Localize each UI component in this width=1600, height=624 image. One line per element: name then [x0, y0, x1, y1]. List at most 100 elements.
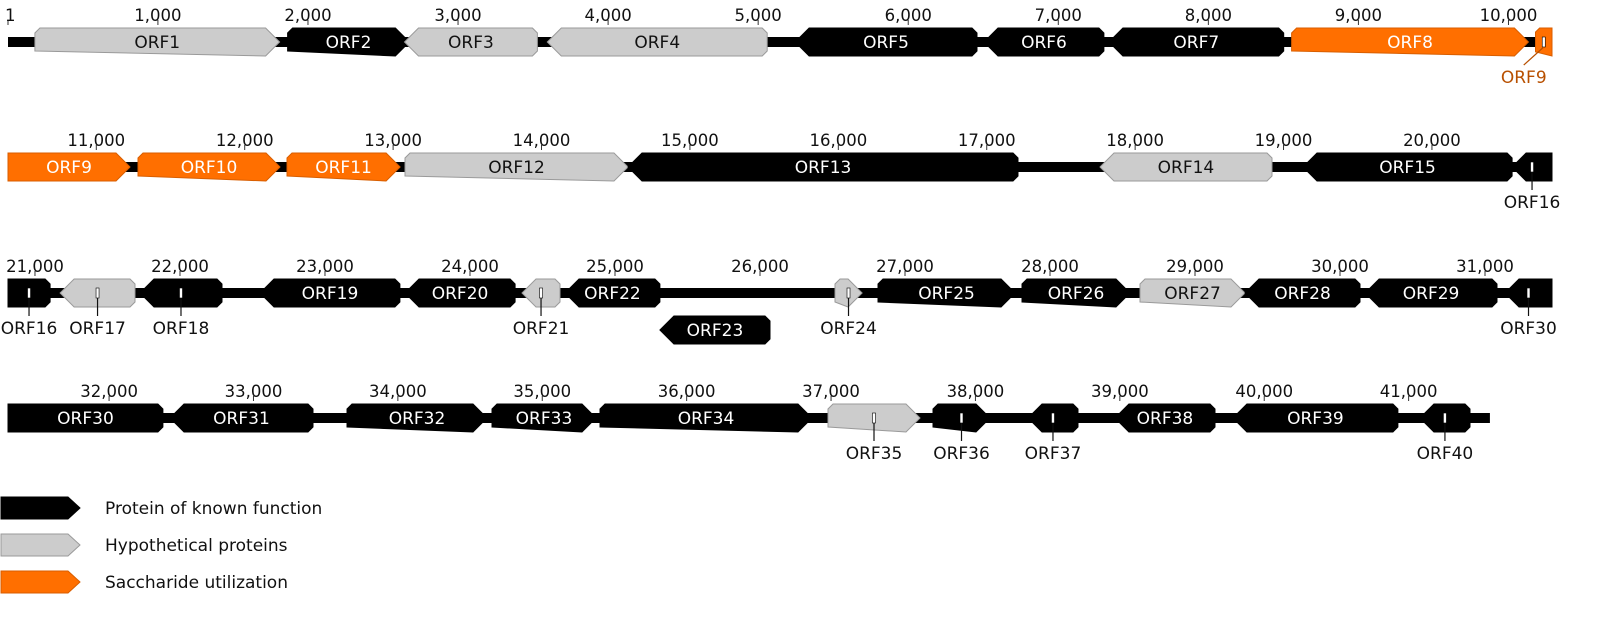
gene-label-outside: ORF17	[69, 319, 126, 339]
gene-orf13: ORF13	[627, 152, 1019, 182]
gene-orf19: ORF19	[259, 278, 401, 308]
tick-label: 4,000	[584, 6, 631, 25]
tick-label: 9,000	[1335, 6, 1382, 25]
gene-orf28: ORF28	[1244, 278, 1361, 308]
tick-label: 41,000	[1380, 382, 1438, 401]
gene-orf7: ORF7	[1108, 27, 1285, 57]
gene-label: ORF8	[1387, 33, 1433, 53]
gene-label: ORF19	[302, 284, 359, 304]
gene-orf18: ORF18	[139, 278, 223, 339]
gene-orf29: ORF29	[1364, 278, 1498, 308]
gene-orf27: ORF27	[1139, 278, 1246, 308]
leader-marker	[1526, 287, 1531, 299]
gene-label: ORF30	[57, 409, 114, 429]
gene-label: ORF3	[448, 33, 494, 53]
tick-label: 36,000	[658, 382, 716, 401]
gene-arrow	[7, 403, 164, 433]
tick-label: 3,000	[434, 6, 481, 25]
gene-arrow	[34, 27, 281, 57]
tick-label: 31,000	[1456, 257, 1514, 276]
tick-label: 34,000	[369, 382, 427, 401]
gene-orf22: ORF22	[564, 278, 661, 308]
legend-item-hypothetical: Hypothetical proteins	[0, 533, 288, 557]
tick-label: 25,000	[586, 257, 644, 276]
gene-label-outside: ORF24	[820, 319, 877, 339]
backbone-line	[8, 37, 1552, 47]
gene-orf32: ORF32	[346, 403, 488, 433]
legend-label: Saccharide utilization	[105, 573, 288, 593]
gene-arrow	[1364, 278, 1498, 308]
gene-arrow	[404, 278, 516, 308]
gene-label: ORF33	[516, 409, 573, 429]
tick-label: 28,000	[1021, 257, 1079, 276]
tick-label: 38,000	[947, 382, 1005, 401]
gene-orf9: ORF9	[7, 152, 131, 182]
gene-arrow	[287, 27, 411, 57]
tick-label: 14,000	[513, 131, 571, 150]
tick-label: 27,000	[876, 257, 934, 276]
gene-orf26: ORF26	[1021, 278, 1131, 308]
tick-label: 23,000	[296, 257, 354, 276]
gene-arrow	[564, 278, 661, 308]
tick-label: 17,000	[958, 131, 1016, 150]
gene-orf39: ORF39	[1232, 403, 1399, 433]
gene-label-outside: ORF36	[933, 444, 990, 464]
tick-label: 11,000	[67, 131, 125, 150]
gene-label: ORF39	[1287, 409, 1344, 429]
gene-label-outside: ORF18	[153, 319, 210, 339]
legend-item-known: Protein of known function	[0, 496, 322, 520]
tick-label: 18,000	[1106, 131, 1164, 150]
leader-marker	[846, 287, 851, 299]
gene-arrow	[983, 27, 1105, 57]
gene-arrow	[1021, 278, 1131, 308]
leader-marker	[872, 412, 876, 424]
tick-label: 32,000	[80, 382, 138, 401]
legend-label: Hypothetical proteins	[105, 536, 288, 556]
gene-label: ORF31	[213, 409, 270, 429]
gene-orf33: ORF33	[491, 403, 597, 433]
leader-marker	[539, 287, 543, 299]
gene-orf16: ORF16	[1, 278, 57, 339]
leader-marker	[179, 287, 183, 299]
gene-label: ORF5	[863, 33, 909, 53]
gene-orf23: ORF23	[659, 315, 771, 345]
gene-orf12: ORF12	[404, 152, 629, 182]
gene-orf21: ORF21	[513, 278, 569, 339]
leader-marker	[95, 287, 100, 299]
gene-arrow	[1108, 27, 1285, 57]
gene-arrow	[1114, 403, 1216, 433]
tick-label: 8,000	[1185, 6, 1232, 25]
tick-label: 16,000	[809, 131, 867, 150]
tick-label: 39,000	[1091, 382, 1149, 401]
gene-arrow	[137, 152, 281, 182]
gene-orf37: ORF37	[1025, 403, 1081, 464]
tick-label: 24,000	[441, 257, 499, 276]
gene-label: ORF20	[432, 284, 489, 304]
gene-arrow	[404, 152, 629, 182]
tick-label: 37,000	[802, 382, 860, 401]
gene-label: ORF28	[1274, 284, 1331, 304]
gene-orf24: ORF24	[820, 278, 877, 339]
leader-marker	[1530, 161, 1534, 173]
gene-orf1: ORF1	[34, 27, 281, 57]
legend-swatch-arrow	[0, 496, 81, 520]
gene-arrow	[599, 403, 813, 433]
leader-marker	[1443, 412, 1447, 424]
tick-label: 35,000	[513, 382, 571, 401]
gene-orf38: ORF38	[1114, 403, 1216, 433]
tick-label: 1,000	[134, 6, 181, 25]
gene-orf14: ORF14	[1099, 152, 1273, 182]
gene-label: ORF2	[326, 33, 372, 53]
gene-orf6: ORF6	[983, 27, 1105, 57]
gene-orf35: ORF35	[827, 403, 921, 464]
gene-label: ORF38	[1137, 409, 1194, 429]
gene-label: ORF6	[1021, 33, 1067, 53]
backbone-line	[8, 288, 1552, 298]
tick-label: 13,000	[364, 131, 422, 150]
gene-label: ORF26	[1048, 284, 1105, 304]
gene-arrow	[403, 27, 538, 57]
leader-marker	[27, 287, 31, 299]
gene-orf34: ORF34	[599, 403, 813, 433]
